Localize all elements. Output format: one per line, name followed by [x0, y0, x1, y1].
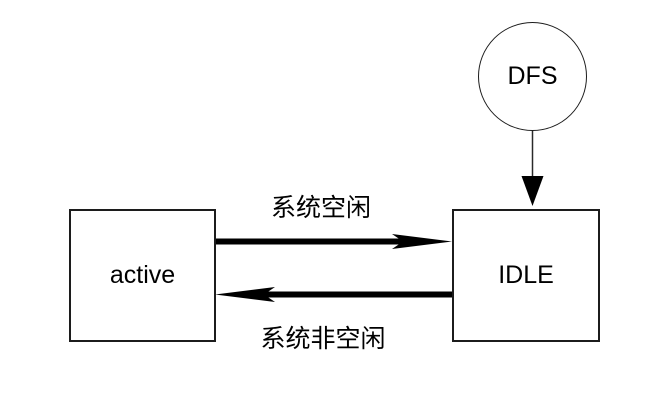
edge-active-to-idle — [215, 234, 452, 249]
edge-idle-to-active-shaft — [262, 291, 452, 298]
node-dfs: DFS — [478, 22, 587, 131]
node-active: active — [69, 209, 216, 342]
edge-idle-to-active — [215, 287, 452, 302]
edge-active-to-idle-shaft — [215, 238, 405, 245]
edge-label-system-idle: 系统空闲 — [270, 194, 372, 222]
node-active-label: active — [109, 261, 176, 289]
edge-label-system-not-idle: 系统非空闲 — [260, 325, 386, 353]
arrowhead-left-icon — [215, 287, 275, 302]
arrowhead-down-icon — [521, 176, 544, 206]
node-idle-label: IDLE — [498, 261, 554, 289]
node-idle: IDLE — [452, 209, 600, 342]
arrowhead-right-icon — [392, 234, 452, 249]
edge-dfs-to-idle — [521, 131, 544, 206]
node-dfs-label: DFS — [507, 62, 558, 90]
